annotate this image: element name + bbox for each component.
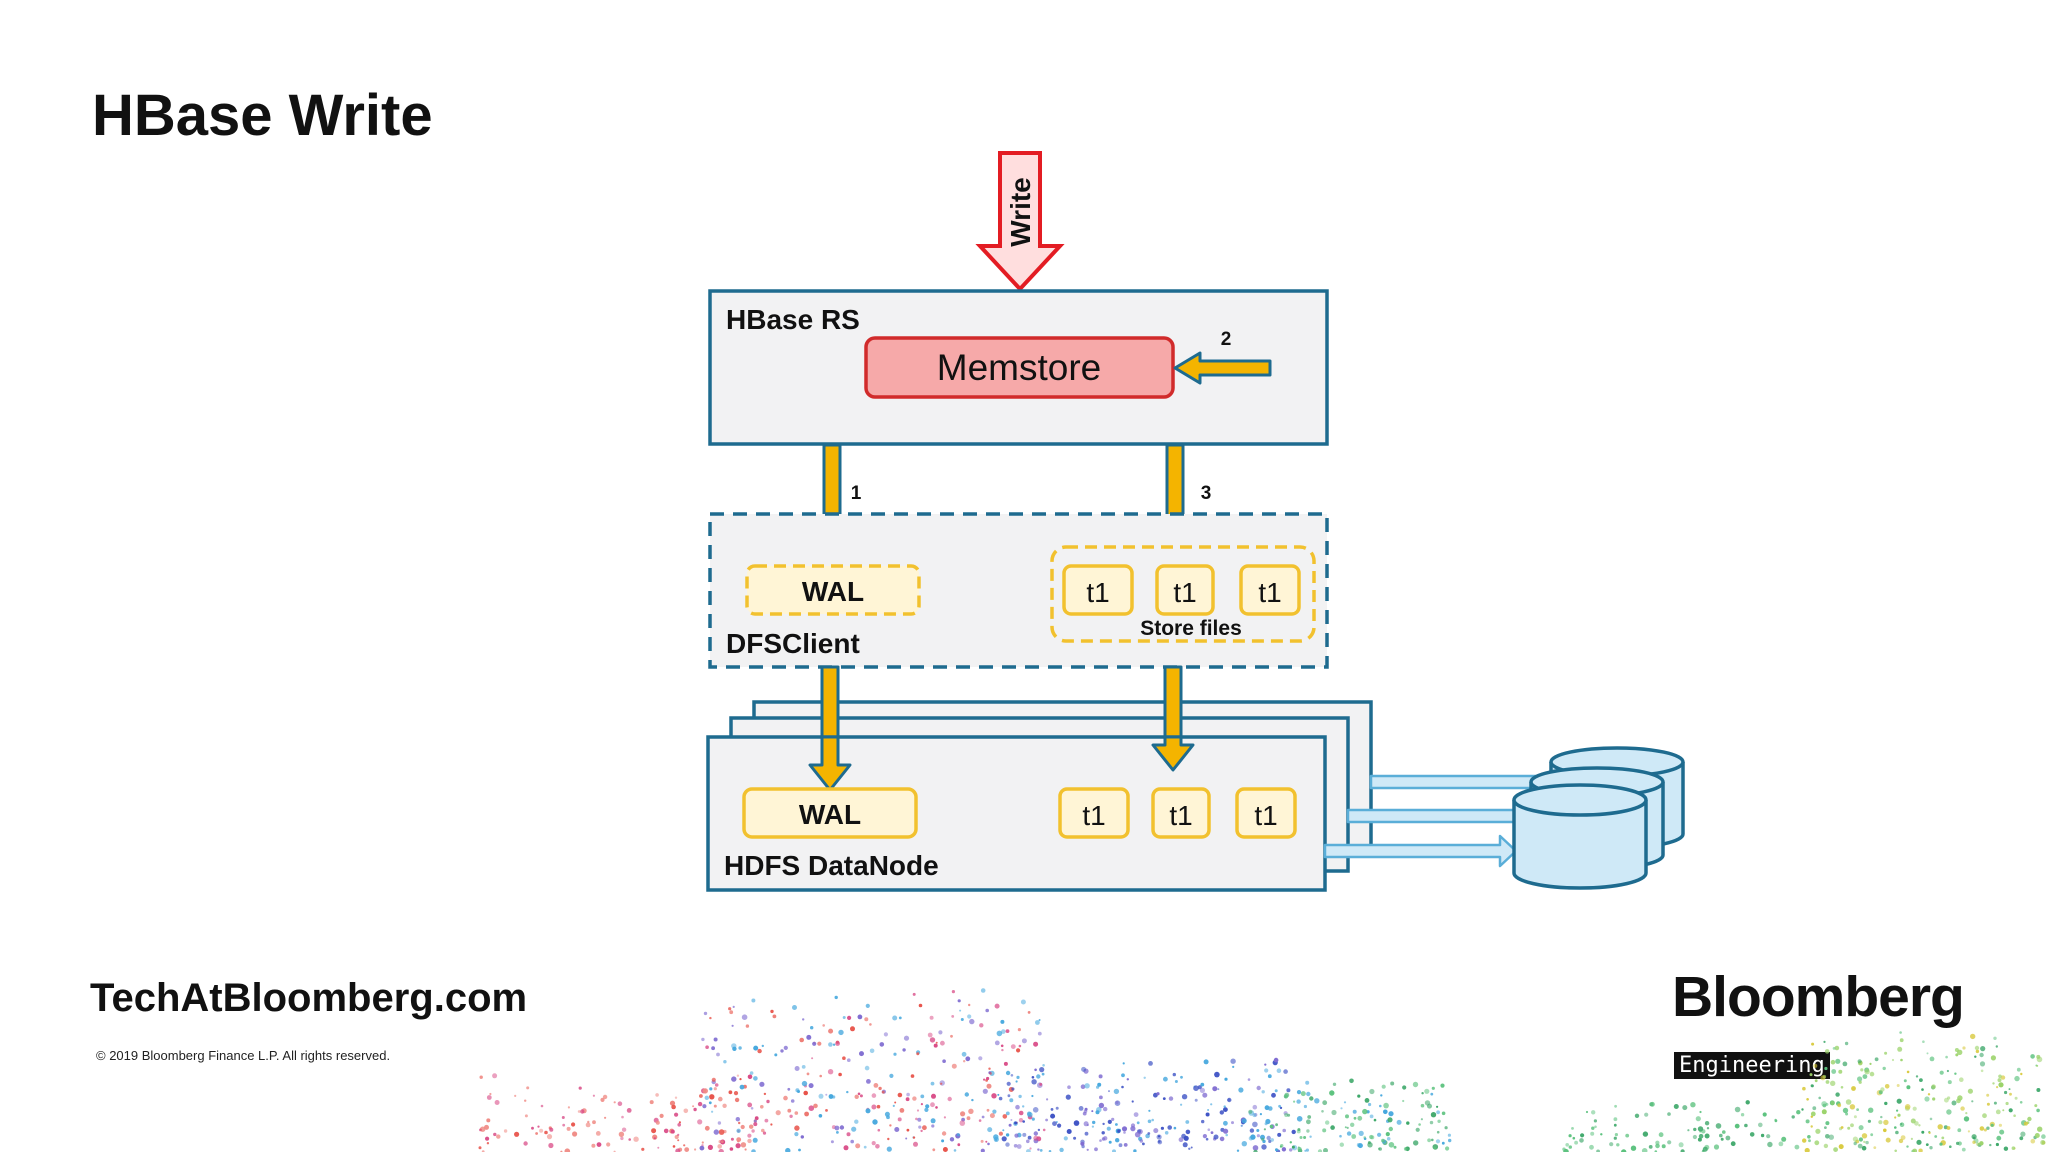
write-arrow: [975, 151, 1065, 292]
datanode-wal-label: WAL: [799, 799, 861, 830]
step-3-label: 3: [1201, 483, 1212, 504]
step-2-label: 2: [1221, 329, 1232, 350]
datanode-file-label: t1: [1082, 800, 1105, 831]
dfs-wal-label: WAL: [802, 576, 864, 607]
datanode-wal-box: [742, 787, 918, 839]
disk: [1512, 783, 1648, 890]
store-file: [1062, 564, 1134, 616]
store-files-label: Store files: [1140, 617, 1242, 640]
write-label: Write: [1005, 177, 1036, 247]
site-url: TechAtBloomberg.com: [90, 976, 528, 1020]
store-file: [1155, 564, 1215, 616]
store-file-label: t1: [1086, 577, 1109, 608]
brand-sub: Engineering: [1674, 1052, 1830, 1079]
store-file-label: t1: [1173, 577, 1196, 608]
store-files-group: [1050, 545, 1316, 643]
datanode-file: [1151, 787, 1211, 839]
store-file-label: t1: [1258, 577, 1281, 608]
step-2-arrow: [1173, 351, 1272, 385]
wal-write-arrow-head: [808, 735, 852, 792]
datanode-label: HDFS DataNode: [724, 850, 939, 881]
dfs-client-label: DFSClient: [726, 628, 860, 659]
datanode-file-label: t1: [1169, 800, 1192, 831]
step-1-label: 1: [851, 483, 862, 504]
memstore-label: Memstore: [937, 347, 1101, 388]
disk-link-arrow: [1323, 834, 1518, 868]
region-server-label: HBase RS: [726, 304, 860, 335]
datanode-file-label: t1: [1254, 800, 1277, 831]
copyright: © 2019 Bloomberg Finance L.P. All rights…: [96, 1048, 391, 1063]
brand-logo: Bloomberg: [1672, 965, 1965, 1029]
memstore-box: [864, 336, 1175, 399]
datanode-file: [1235, 787, 1297, 839]
slide-title: HBase Write: [92, 83, 433, 148]
store-file: [1239, 564, 1301, 616]
datanode-file: [1058, 787, 1130, 839]
dfs-wal-box: [745, 564, 921, 616]
store-files-write-arrow-head: [1151, 735, 1195, 772]
